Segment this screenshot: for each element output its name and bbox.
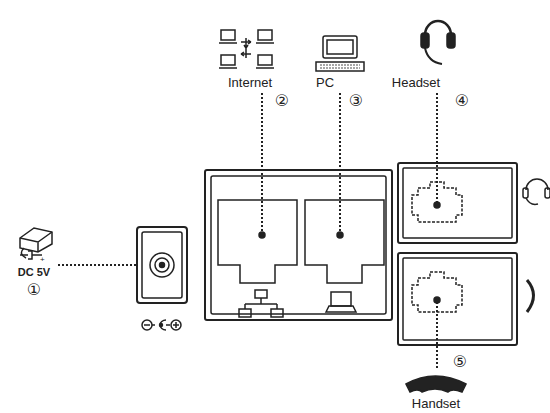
power-port <box>137 227 187 303</box>
power-adapter-icon: + <box>20 228 52 264</box>
callout-number: ④ <box>453 92 471 110</box>
internet-icon <box>219 30 274 68</box>
headset-icon <box>421 21 455 64</box>
leader-lines <box>262 93 437 368</box>
power-rating: DC 5V <box>16 266 52 279</box>
svg-text:+: + <box>40 255 45 264</box>
headset-port <box>398 163 517 243</box>
port-label: Handset <box>410 395 462 410</box>
port-label: Headset <box>390 75 442 90</box>
handset-icon <box>406 376 466 392</box>
port-label: PC <box>314 75 336 90</box>
handset-port <box>398 253 517 345</box>
port-label: Internet <box>226 75 274 90</box>
callout-number: ① <box>25 281 43 299</box>
callout-number: ② <box>273 92 291 110</box>
laptop-icon <box>326 292 356 312</box>
internet-port <box>218 200 297 283</box>
callout-number: ⑤ <box>451 353 469 371</box>
network-port-housing <box>205 170 392 320</box>
polarity-symbol <box>142 320 181 330</box>
lan-icon <box>239 290 283 317</box>
headset-symbol <box>523 179 550 204</box>
callout-number: ③ <box>347 92 365 110</box>
pc-port <box>305 200 384 283</box>
handset-symbol <box>527 280 534 312</box>
pc-icon <box>316 36 364 71</box>
